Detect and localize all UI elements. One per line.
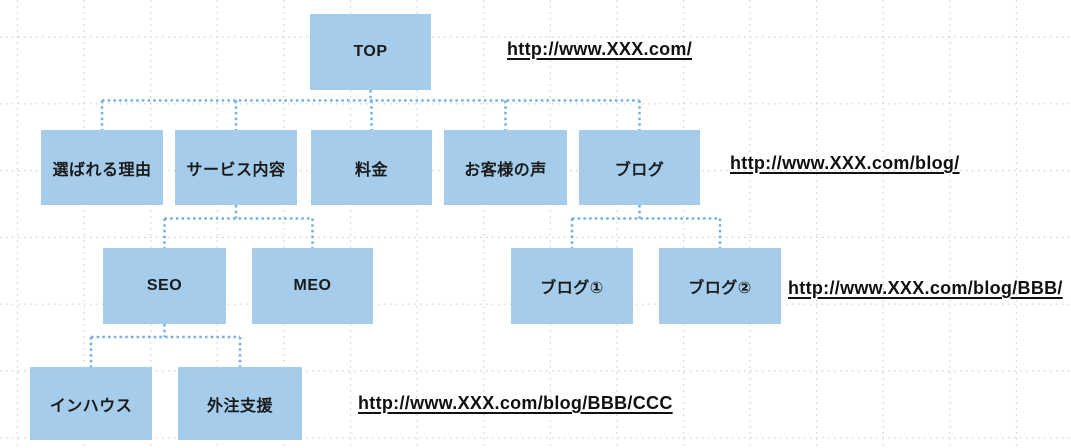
node-service: サービス内容 bbox=[175, 130, 297, 205]
node-outsource: 外注支援 bbox=[178, 367, 302, 440]
node-blog2: ブログ② bbox=[659, 248, 781, 324]
connector-lines bbox=[89, 90, 722, 367]
node-price: 料金 bbox=[311, 130, 432, 205]
node-top: TOP bbox=[310, 14, 431, 90]
connector-service-children bbox=[163, 205, 314, 248]
node-reason: 選ばれる理由 bbox=[41, 130, 163, 205]
node-voice: お客様の声 bbox=[444, 130, 567, 205]
node-blog: ブログ bbox=[579, 130, 700, 205]
connector-top-children bbox=[100, 90, 641, 130]
connector-blog-children bbox=[570, 205, 722, 248]
url-blog-bbb-ccc: http://www.XXX.com/blog/BBB/CCC bbox=[358, 393, 673, 413]
node-inhouse: インハウス bbox=[30, 367, 152, 440]
node-seo: SEO bbox=[103, 248, 226, 324]
url-root: http://www.XXX.com/ bbox=[507, 39, 693, 59]
node-blog1: ブログ① bbox=[511, 248, 633, 324]
node-meo: MEO bbox=[252, 248, 373, 324]
url-blog-bbb: http://www.XXX.com/blog/BBB/ bbox=[788, 278, 1063, 298]
connector-seo-children bbox=[89, 324, 242, 367]
url-blog: http://www.XXX.com/blog/ bbox=[730, 153, 960, 173]
